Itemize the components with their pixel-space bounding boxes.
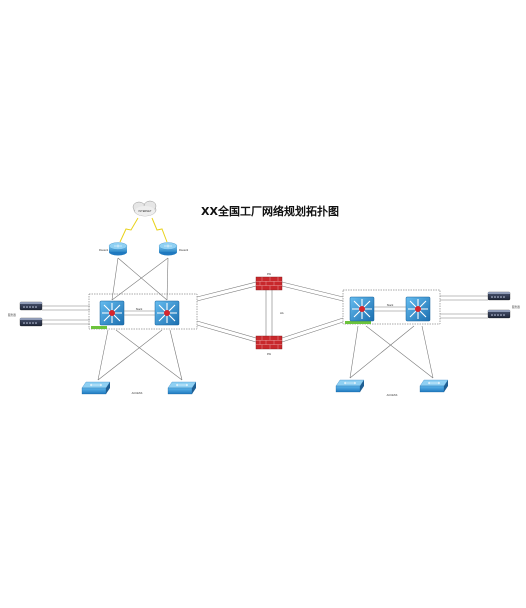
link-fwbottom-rightcore-b	[281, 321, 344, 343]
right-server-label: 服务器	[512, 305, 520, 309]
left-core-switch-2-icon	[154, 300, 180, 326]
link-fwbottom-rightcore-a	[281, 317, 344, 339]
link-rcore1-access2	[365, 325, 434, 379]
link-router2-core2	[166, 257, 169, 301]
link-core2-access2	[169, 329, 183, 381]
right-access-switch-2-icon	[419, 379, 449, 393]
wan-link-right	[151, 217, 168, 243]
router-left-icon	[108, 242, 128, 256]
right-cluster-badge	[345, 321, 371, 324]
router-right-icon	[158, 242, 178, 256]
router-left-label: Router1	[99, 248, 109, 252]
right-core-link-label: Stack	[387, 303, 394, 307]
link-rcore1-access1	[349, 325, 359, 379]
internet-cloud-icon: INTERNET	[132, 200, 157, 217]
left-access-label: ACCESS	[132, 391, 143, 395]
link-router2-core1	[111, 257, 169, 301]
link-core1-access1	[97, 329, 109, 381]
left-core-link-label: Stack	[136, 307, 143, 311]
wan-links	[119, 217, 168, 243]
right-server-1-icon	[487, 291, 511, 301]
right-core-switch-2-icon	[405, 296, 431, 322]
internet-label: INTERNET	[139, 209, 152, 213]
right-core-cluster	[342, 289, 441, 325]
link-fwtop-rightcore-b	[281, 285, 344, 302]
right-core-switch-1-icon	[349, 296, 375, 322]
link-core1-access2	[115, 329, 183, 381]
firewall-top-label: FW	[267, 272, 272, 276]
left-server-label: 服务器	[8, 313, 16, 317]
left-access-switch-2-icon	[167, 381, 197, 395]
link-fwtop-rightcore-a	[281, 281, 344, 298]
link-leftcore-fwbottom-a	[196, 320, 257, 339]
link-router1-core2	[117, 257, 168, 301]
right-server-2-icon	[487, 309, 511, 319]
right-access-switch-1-icon	[335, 379, 365, 393]
left-core-switch-1-icon	[99, 300, 125, 326]
diagram-title: XX全国工厂网络规划拓扑图	[201, 205, 339, 218]
link-leftcore-fwbottom-b	[196, 324, 257, 343]
right-access-label: ACCESS	[387, 393, 398, 397]
link-router1-core1	[111, 257, 119, 301]
left-core-cluster	[88, 293, 198, 330]
link-leftcore-fwtop-a	[196, 281, 257, 298]
left-server-1-icon	[19, 301, 43, 311]
left-cluster-badge	[91, 326, 107, 329]
firewall-top-icon	[255, 276, 283, 291]
link-rcore2-access1	[349, 325, 415, 379]
wan-link-left	[119, 217, 139, 243]
left-access-switch-1-icon	[81, 381, 111, 395]
firewall-ha-label: HA	[280, 311, 284, 315]
link-leftcore-fwtop-b	[196, 285, 257, 302]
link-rcore2-access2	[421, 325, 434, 379]
left-server-2-icon	[19, 317, 43, 327]
firewall-bottom-icon	[255, 335, 283, 350]
link-core2-access1	[97, 329, 163, 381]
router-right-label: Router2	[179, 248, 189, 252]
firewall-bottom-label: FW	[267, 352, 272, 356]
links	[42, 257, 488, 381]
